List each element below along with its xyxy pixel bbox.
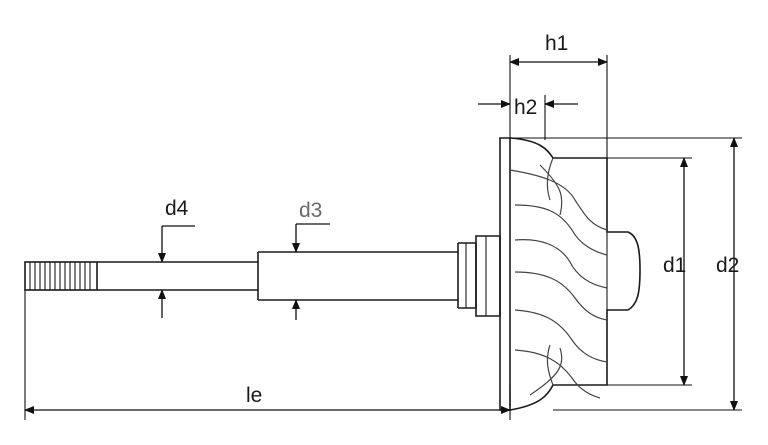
extension-lines — [24, 55, 742, 420]
shaft — [24, 235, 501, 317]
blades — [509, 157, 608, 399]
label-d3: d3 — [299, 199, 322, 222]
label-d2: d2 — [716, 254, 739, 277]
shaft-thin-section — [97, 261, 258, 291]
label-h1: h1 — [545, 32, 568, 55]
label-h2: h2 — [514, 96, 537, 119]
label-d1: d1 — [663, 254, 686, 277]
turbine-wheel — [499, 137, 641, 411]
thread-section — [24, 261, 98, 291]
label-le: le — [246, 384, 262, 407]
dimension-labels: h1 h2 d1 d2 d3 d4 le — [165, 32, 739, 407]
shaft-thick-section — [257, 251, 458, 301]
label-d4: d4 — [165, 197, 189, 220]
seal-ring — [475, 235, 501, 317]
shaft-collar — [457, 242, 477, 309]
dimension-lines — [24, 58, 738, 414]
